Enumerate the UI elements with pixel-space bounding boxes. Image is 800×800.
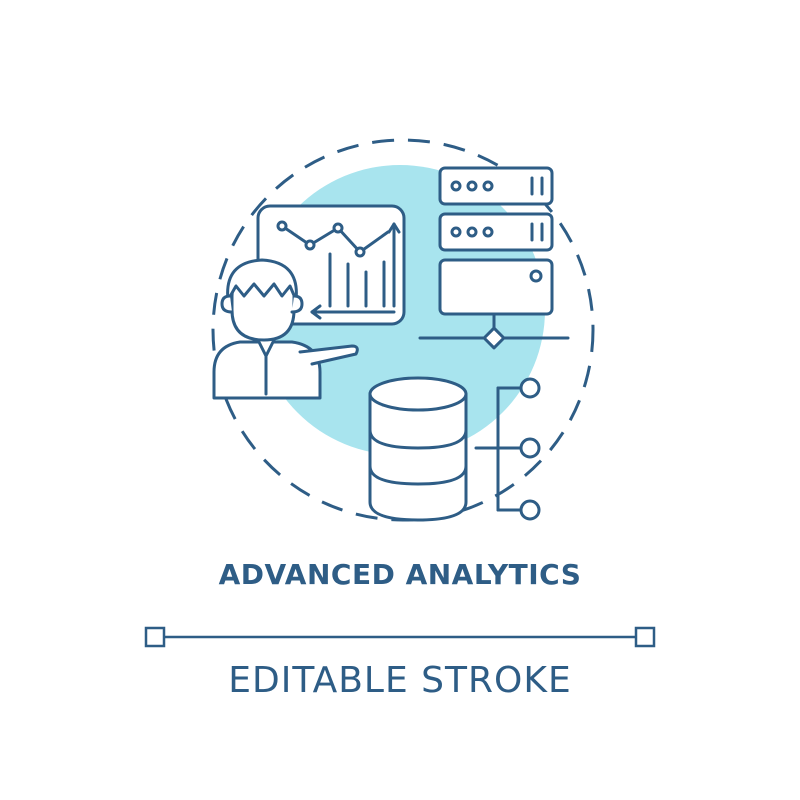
line-handle-left-icon — [144, 626, 166, 648]
editable-stroke-line — [144, 626, 656, 648]
subtitle: EDITABLE STROKE — [228, 660, 572, 701]
presenter-person-icon — [212, 258, 359, 400]
page-title: ADVANCED ANALYTICS — [218, 558, 582, 591]
server-stack-icon — [418, 166, 570, 350]
database-icon — [368, 376, 541, 522]
advanced-analytics-illustration — [211, 138, 595, 522]
line-handle-right-icon — [634, 626, 656, 648]
